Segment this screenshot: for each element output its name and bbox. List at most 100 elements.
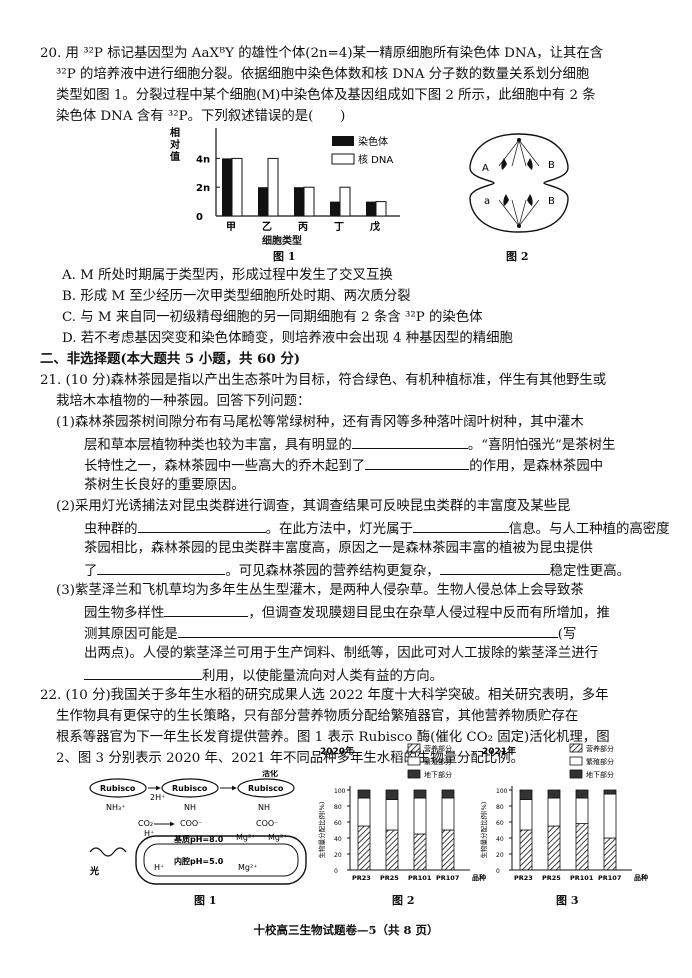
fig1-legend-chromosome: 染色体 (358, 135, 388, 148)
nh-label-2: NH (258, 803, 270, 812)
q21-2-text-b: 。在此方法中，灯光属于 (265, 522, 413, 537)
y-axis-title: 生物量分配比例(%) (479, 802, 488, 859)
q21-2-text-e: 。可见森林茶园的营养结构更复杂， (225, 564, 440, 579)
q21-2-text-c: 信息。与人工种植的高密度 (508, 522, 670, 537)
q20-line-4: 染色体 DNA 含有 ³²P。下列叙述错误的是( ) (56, 109, 346, 124)
q21-line-4: 层和草本层植物种类也较为丰富，具有明显的。“喜阴怕强光”是茶树生 (84, 434, 615, 455)
gene-A-label: A (482, 163, 489, 174)
q22-fig2-caption: 图 2 (392, 894, 415, 907)
light-wave (89, 847, 127, 857)
rubisco-label-2: Rubisco (172, 784, 208, 793)
legend-swatch (569, 756, 583, 766)
bar-segment-underground (575, 789, 589, 799)
q21-2-blank-4[interactable] (439, 560, 550, 575)
q21-3-text-a: 园生物多样性 (84, 606, 165, 621)
fig1-bar-dna (231, 157, 243, 217)
bar-segment-reproductive (413, 797, 427, 835)
q22-fig3-caption: 图 3 (556, 894, 579, 907)
q21-1-text-b: 。“喜阴怕强光”是茶树生 (467, 438, 616, 453)
bar-segment-underground (603, 789, 617, 795)
fig1-bar-dna (339, 186, 351, 217)
fig1-bar-chromosome (366, 201, 376, 216)
legend-swatch (407, 743, 421, 753)
fig1-category-label: 戊 (369, 220, 380, 233)
bar-segment-underground (547, 789, 561, 799)
ytick-label: 20 (334, 852, 342, 859)
fig1-ylabel: 相对值 (170, 126, 180, 163)
q21-3-text-d: (写 (557, 627, 577, 642)
fig1-ytick-label: 2n (196, 183, 210, 194)
legend-swatch (569, 743, 583, 753)
q21-line-14: 出两点)。人侵的紫茎泽兰可用于生产饲料、制纸等，因此可对人工拔除的紫茎泽兰进行 (84, 646, 599, 661)
bar-segment-nutrient (385, 829, 399, 871)
y-axis-title: 生物量分配比例(%) (317, 802, 326, 859)
mg-label-2: Mg²⁺ (268, 833, 287, 842)
gene-B-upper-label: B (548, 160, 555, 171)
fig1-legend-swatch-chromosome (332, 136, 354, 146)
x-axis-title: 品种 (634, 873, 648, 882)
light-label: 光 (89, 865, 99, 877)
q21-line-1: 21. (10 分)森林茶园是指以产出生态茶叶为目标，符合绿色、有机种植标准，伴… (40, 373, 607, 388)
gene-a-label: a (484, 196, 490, 207)
fig1-bar-dna (303, 186, 315, 217)
bar-segment-reproductive (575, 797, 589, 825)
ytick-label: 100 (334, 788, 346, 795)
q20-line-3: 类型如图 1。分裂过程中某个细胞(M)中染色体及基因组成如下图 2 所示，此细胞… (56, 88, 596, 103)
bar-segment-underground (441, 789, 455, 799)
q21-2-text-a: 虫种群的 (84, 522, 138, 537)
gene-B-lower-label: B (548, 196, 555, 207)
q21-line-8: 虫种群的 。在此方法中，灯光属于 信息。与人工种植的高密度 (84, 518, 670, 539)
bar-segment-reproductive (385, 799, 399, 831)
q21-line-5: 长特性之一，森林茶园中一些高大的乔木起到了的作用，是森林茶园中 (84, 455, 603, 476)
fig1-category-label: 乙 (262, 221, 272, 233)
cell-membrane (469, 133, 569, 233)
chart-year-title: 2020年 (320, 745, 354, 757)
ytick-label: 60 (496, 820, 504, 827)
fig1-bar-chromosome (294, 187, 304, 216)
q21-1-blank-2[interactable] (365, 455, 470, 470)
fig1-bar-chromosome (258, 187, 268, 216)
bar-segment-underground (357, 789, 371, 799)
legend-swatch (569, 769, 583, 779)
q21-2-blank-3[interactable] (97, 560, 226, 575)
q22-fig3-chart: 2021年营养部分繁殖部分地下部分020406080100生物量分配比例(%)P… (479, 743, 648, 882)
spindle-fibers (498, 139, 540, 227)
x-axis-title: 品种 (472, 873, 486, 882)
chart-year-title: 2021年 (482, 745, 516, 757)
category-label: PR107 (598, 874, 621, 882)
q22-line-4: 2、图 3 分别表示 2020 年、2021 年不同品种多年生水稻的生物量分配比… (56, 751, 525, 766)
section-2-heading: 二、非选择题(本大题共 5 小题，共 60 分) (40, 351, 301, 367)
q21-3-text-b: ，但调查发现膜翅目昆虫在杂草人侵过程中反而有所增加，推 (248, 606, 610, 621)
q22-fig2-chart: 2020年营养部分繁殖部分地下部分020406080100生物量分配比例(%)P… (317, 743, 486, 882)
fig1-ylabel-char: 值 (170, 150, 180, 163)
ytick-label: 40 (334, 836, 342, 843)
q21-1-text-c: 长特性之一，森林茶园中一些高大的乔木起到了 (84, 459, 366, 474)
q21-2-blank-1[interactable] (137, 518, 266, 533)
ytick-label: 20 (496, 852, 504, 859)
q21-2-text-f: 稳定性更高。 (549, 564, 630, 579)
h-label-2: H⁺ (154, 863, 164, 872)
q21-1-blank-1[interactable] (351, 434, 468, 449)
q21-3-blank-2[interactable] (177, 623, 558, 638)
q20-option-a: A. M 所处时期属于类型丙，形成过程中发生了交叉互换 (62, 268, 393, 283)
ytick-label: 80 (496, 804, 504, 811)
q21-3-blank-3[interactable] (84, 665, 202, 680)
ytick-label: 60 (334, 820, 342, 827)
q20-option-b: B. 形成 M 至少经历一次甲类型细胞所处时期、两次质分裂 (62, 289, 411, 304)
q21-3-blank-1[interactable] (164, 602, 249, 617)
q20-fig2-cell-diagram: A B a B (469, 133, 569, 233)
thylakoid-lumen (143, 843, 299, 877)
bar-segment-nutrient (575, 823, 589, 871)
q21-2-blank-2[interactable] (412, 518, 509, 533)
category-label: PR101 (570, 874, 594, 882)
fig1-ylabel-char: 相 (170, 126, 180, 139)
bar-segment-reproductive (519, 799, 533, 831)
category-label: PR23 (514, 874, 533, 882)
legend-label: 繁殖部分 (424, 757, 452, 766)
legend-swatch (407, 769, 421, 779)
q21-line-2: 栽培木本植物的一种茶园。回答下列问题： (56, 394, 311, 409)
bar-segment-nutrient (357, 825, 371, 871)
chromosomes (501, 158, 533, 206)
q20-fig1-xlabel: 细胞类型 (262, 236, 302, 247)
co2-label: CO₂ (138, 819, 153, 828)
